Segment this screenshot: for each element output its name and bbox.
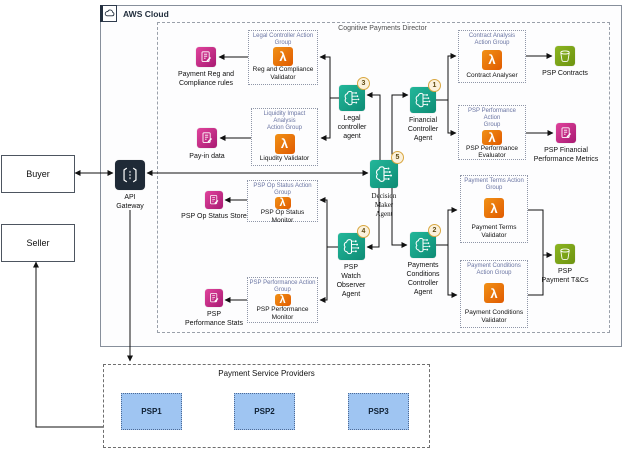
agent-brain-glyph <box>375 166 392 182</box>
lambda-glyph: λ <box>488 52 496 68</box>
action-group-title: Payment Conditions Action Group <box>467 263 521 277</box>
decision-maker-agent-label: Decision Maker Agent <box>371 192 397 219</box>
payments-conditions-controller-agent-label: Payments Conditions Controller Agent <box>406 262 440 297</box>
psp-fin-metrics-label: PSP Financial Performance Metrics <box>533 147 599 164</box>
action-group-psp-perf-monitor: PSP Performance Action Group λ PSP Perfo… <box>247 277 318 323</box>
ledger-glyph <box>202 132 213 143</box>
lambda-glyph: λ <box>490 200 498 216</box>
action-group-legal: Legal Controller Action Group λ Reg and … <box>248 30 318 85</box>
lambda-glyph: λ <box>488 129 496 145</box>
aws-cloud-label: AWS Cloud <box>123 9 169 19</box>
lambda-icon: λ <box>484 198 504 219</box>
seller-label: Seller <box>26 238 50 248</box>
payin-data-label: Pay-in data <box>189 153 225 160</box>
action-group-title: Payment Terms Action Group <box>464 178 524 192</box>
director-title: Cognitive Payments Director <box>338 25 427 32</box>
psp-performance-stats-label: PSP Performance Stats <box>185 311 243 328</box>
psp3-label: PSP3 <box>368 407 389 416</box>
director-container <box>157 22 610 333</box>
lambda-glyph: λ <box>279 294 286 307</box>
action-group-psp-op-status: PSP Op Status Action Group λ PSP Op Stat… <box>247 180 318 225</box>
agent-number-badge: 1 <box>428 79 441 92</box>
seller-box: Seller <box>1 224 75 262</box>
ledger-glyph <box>210 293 219 303</box>
agent-brain-glyph <box>344 90 360 106</box>
action-group-payment-conditions: Payment Conditions Action Group λ Paymen… <box>460 260 528 328</box>
agent-brain-glyph <box>343 239 360 255</box>
action-group-title: PSP Op Status Action Group <box>253 183 312 197</box>
action-group-label: PSP Performance Monitor <box>256 306 309 322</box>
lambda-icon: λ <box>274 197 291 210</box>
psp-zone-container <box>103 364 430 448</box>
api-gateway-glyph <box>123 167 137 183</box>
agent-number-badge: 3 <box>357 77 370 90</box>
psp1-label: PSP1 <box>141 407 162 416</box>
action-group-label: Payment Conditions Validator <box>464 309 524 325</box>
lambda-glyph: λ <box>279 49 287 65</box>
psp-contracts-label: PSP Contracts <box>542 70 588 77</box>
action-group-liquidity: Liquidity Impact Analysis Action Group λ… <box>251 108 318 166</box>
lambda-glyph: λ <box>490 285 498 301</box>
psp-op-status-store-icon <box>205 191 223 209</box>
psp-item: PSP3 <box>348 393 409 430</box>
agent-brain-glyph <box>415 237 431 253</box>
agent-number-badge: 5 <box>391 151 404 164</box>
buyer-box: Buyer <box>1 155 75 193</box>
action-group-title: Liquidity Impact Analysis Action Group <box>263 111 306 132</box>
action-group-label: PSP Performance Evaluator <box>466 144 518 160</box>
action-group-label: PSP Op Status Monitor <box>260 209 305 225</box>
action-group-contract: Contract Analysis Action Group λ Contrac… <box>458 30 526 83</box>
action-group-payment-terms: Payment Terms Action Group λ Payment Ter… <box>460 175 528 243</box>
buyer-label: Buyer <box>26 169 50 179</box>
psp-tcs-bucket-icon <box>555 244 575 264</box>
ledger-glyph <box>561 127 572 138</box>
psp-fin-metrics-icon <box>556 123 576 143</box>
lambda-glyph: λ <box>279 197 286 210</box>
action-group-label: Contract Analyser <box>466 72 518 80</box>
lambda-icon: λ <box>273 47 293 67</box>
action-group-title: Legal Controller Action Group <box>252 33 314 47</box>
psp-contracts-bucket-icon <box>555 46 575 66</box>
financial-controller-agent-label: Financial Controller Agent <box>407 117 439 143</box>
decision-maker-agent-icon <box>370 160 398 188</box>
psp-op-status-store-label: PSP Op Status Store <box>181 213 247 220</box>
ledger-glyph <box>210 195 219 205</box>
action-group-title: Contract Analysis Action Group <box>468 33 516 47</box>
api-gateway-label: API Gateway <box>116 194 144 211</box>
psp-tcs-label: PSP Payment T&Cs <box>541 268 589 285</box>
psp-item: PSP2 <box>234 393 295 430</box>
cloud-glyph <box>104 9 115 17</box>
arrow-psp-seller <box>33 261 103 428</box>
action-group-label: Reg and Compliance Validator <box>252 66 314 82</box>
psp-item: PSP1 <box>121 393 182 430</box>
legal-controller-agent-label: Legal controller agent <box>337 115 367 141</box>
lambda-glyph: λ <box>280 136 289 152</box>
agent-brain-glyph <box>415 92 431 108</box>
aws-cloud-icon <box>100 5 117 22</box>
psp-zone-title: Payment Service Providers <box>218 369 315 378</box>
psp-watch-observer-agent-label: PSP Watch Observer Agent <box>336 264 366 299</box>
action-group-psp-performance: PSP Performance Action Group λ PSP Perfo… <box>458 105 526 160</box>
agent-number-badge: 4 <box>357 225 370 238</box>
agent-number-badge: 2 <box>428 224 441 237</box>
ledger-glyph <box>201 51 212 62</box>
payin-data-icon <box>197 128 217 148</box>
action-group-label: Payment Terms Validator <box>471 224 517 240</box>
action-group-title: PSP Performance Action Group <box>468 108 516 129</box>
lambda-icon: λ <box>482 49 502 70</box>
lambda-icon: λ <box>482 129 502 145</box>
bucket-glyph <box>560 248 570 261</box>
payment-reg-store-icon <box>196 47 216 67</box>
psp-performance-stats-icon <box>205 289 223 307</box>
psp2-label: PSP2 <box>254 407 275 416</box>
payment-reg-store-label: Payment Reg and Compliance rules <box>177 71 235 88</box>
lambda-icon: λ <box>484 283 504 304</box>
api-gateway-icon <box>115 160 145 190</box>
action-group-title: PSP Performance Action Group <box>249 280 316 294</box>
bucket-glyph <box>560 50 570 63</box>
lambda-icon: λ <box>274 294 291 307</box>
lambda-icon: λ <box>274 133 295 154</box>
action-group-label: Liqudity Validator <box>259 155 310 163</box>
